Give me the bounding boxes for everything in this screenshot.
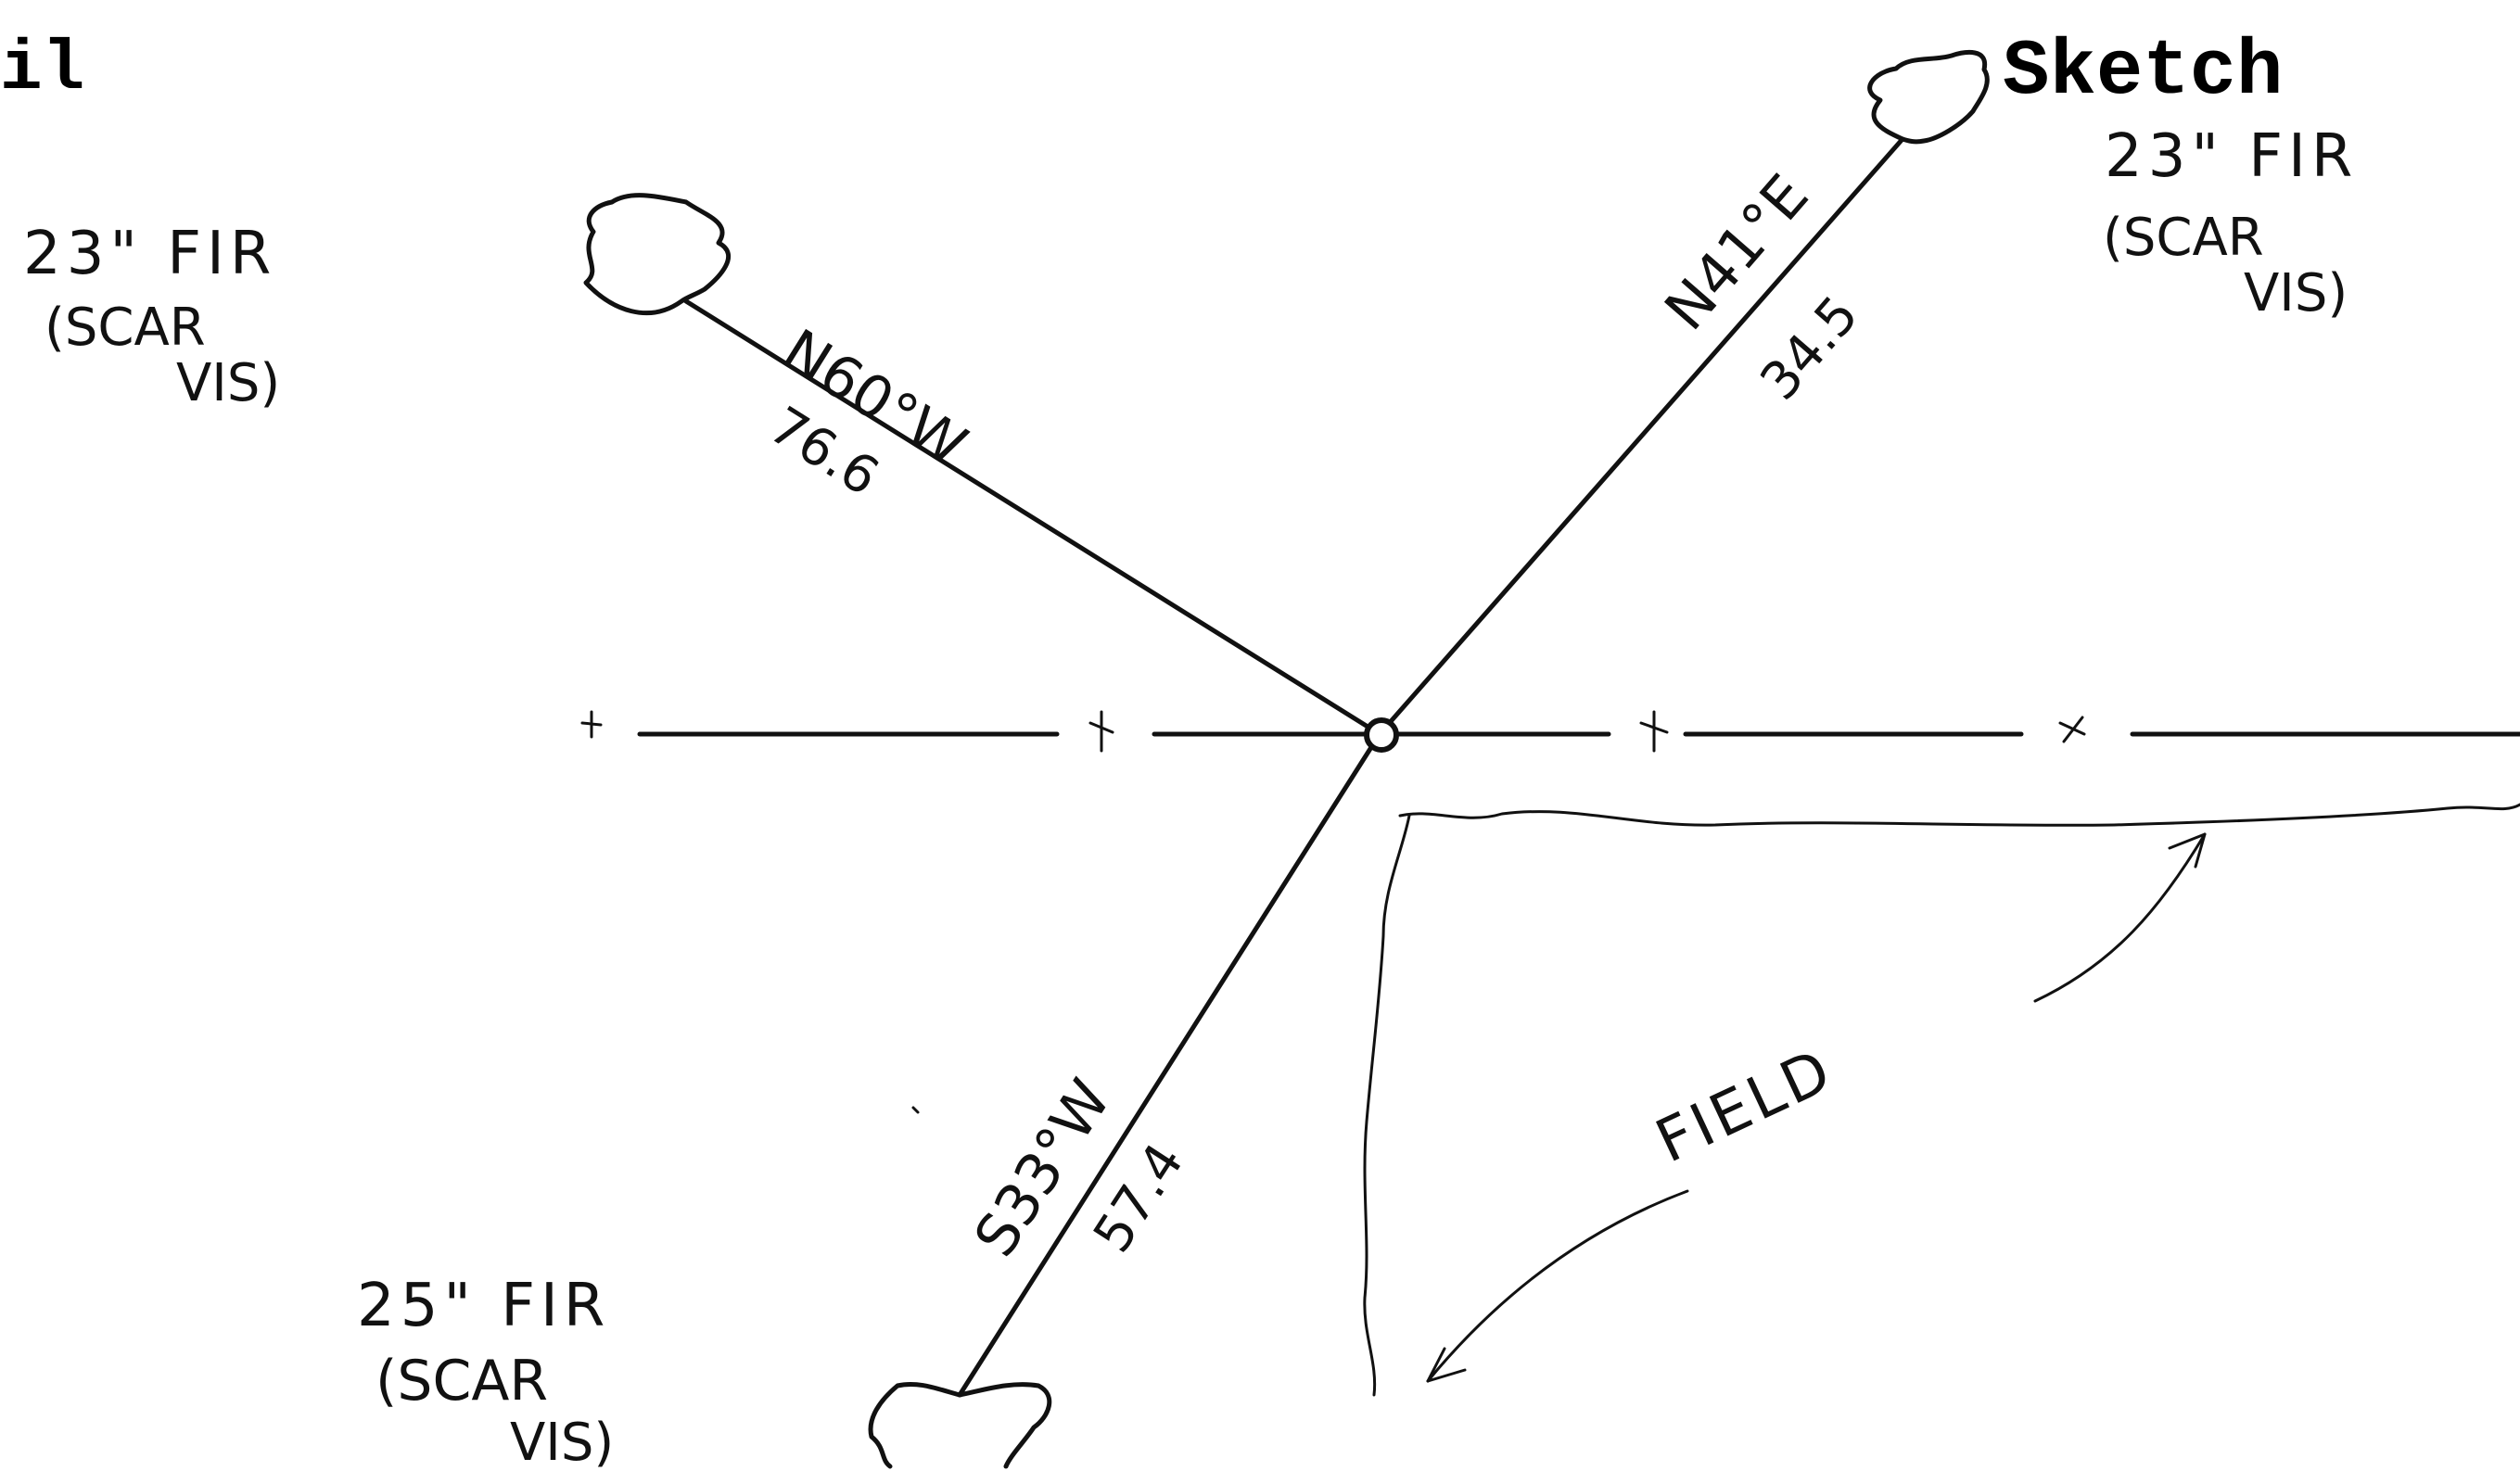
field-arrow-ne — [2033, 832, 2207, 1003]
reference-tick-marks — [580, 710, 2086, 753]
bearing-ne: N41°E — [1651, 161, 1821, 342]
tree-vis-nw: VIS) — [176, 353, 280, 413]
sketch-title: Sketch — [2003, 29, 2283, 117]
field-arrow-sw — [1426, 1189, 1689, 1383]
tree-size-nw: 23" FIR — [23, 220, 276, 288]
tree-symbol-ne — [1867, 50, 1990, 145]
tree-vis-sw: VIS) — [510, 1413, 614, 1471]
tree-scar-nw: (SCAR — [45, 298, 206, 358]
tree-vis-ne: VIS) — [2244, 263, 2348, 323]
field-boundary — [1398, 803, 2520, 827]
tree-symbol-nw — [583, 193, 732, 316]
tree-size-sw: 25" FIR — [357, 1272, 610, 1340]
field-boundary-west — [1363, 814, 1411, 1397]
distance-ne: 34.5 — [1750, 285, 1871, 412]
bearing-line-nw — [683, 298, 1382, 737]
distance-sw: 57.4 — [1082, 1134, 1195, 1263]
tree-scar-sw: (SCAR — [375, 1349, 548, 1414]
field-label: FIELD — [1646, 1035, 1843, 1176]
bearing-line-sw — [957, 731, 1382, 1398]
corner-point — [1364, 717, 1399, 753]
bearing-line-ne — [1377, 136, 1905, 737]
tree-scar-ne: (SCAR — [2103, 208, 2264, 268]
tree-symbol-sw — [868, 1381, 1052, 1469]
stray-mark — [911, 1106, 920, 1114]
field-arrowhead-sw — [1426, 1347, 1467, 1383]
tree-size-ne: 23" FIR — [2105, 122, 2358, 191]
tree-note-nw: 23" FIR (SCAR VIS) — [23, 220, 280, 413]
tree-note-ne: 23" FIR (SCAR VIS) — [2103, 122, 2358, 323]
header-fragment: il — [0, 30, 84, 109]
field-arrowhead-ne — [2168, 832, 2207, 869]
tree-note-sw: 25" FIR (SCAR VIS) — [357, 1272, 614, 1471]
